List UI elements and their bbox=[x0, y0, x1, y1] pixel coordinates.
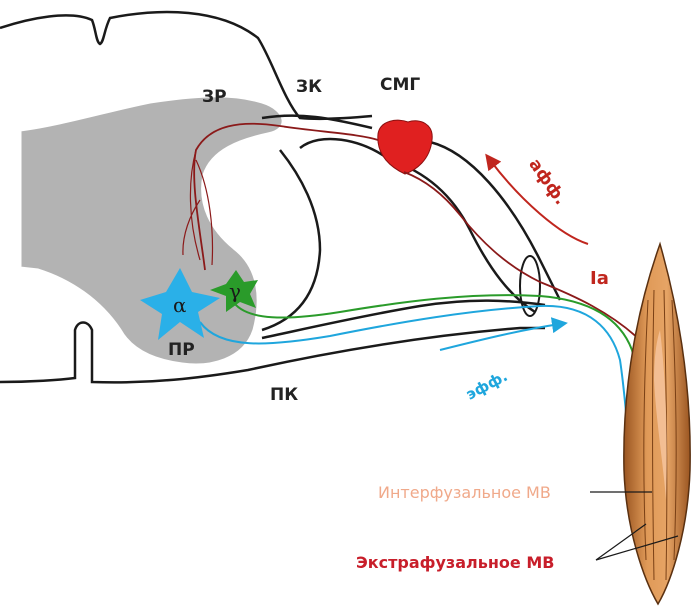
label-extrafusal: Экстрафузальное МВ bbox=[356, 553, 554, 572]
label-dorsal-root: ЗК bbox=[296, 77, 322, 97]
gamma-efferent bbox=[232, 295, 652, 466]
label-efferent: эфф. bbox=[463, 367, 511, 404]
label-ia: Ia bbox=[590, 268, 609, 289]
gray-matter bbox=[20, 96, 283, 365]
label-ventral-horn: ПР bbox=[168, 340, 195, 360]
ventral-root bbox=[262, 301, 545, 338]
label-intrafusal: Интерфузальное МВ bbox=[378, 483, 551, 502]
efferent-arrow bbox=[440, 324, 560, 350]
label-gamma: γ bbox=[229, 279, 241, 303]
spinal-ganglion bbox=[378, 120, 432, 174]
label-alpha: α bbox=[173, 293, 187, 317]
label-spinal-ganglion: СМГ bbox=[380, 75, 420, 95]
muscle bbox=[624, 244, 690, 604]
label-afferent: афф. bbox=[524, 155, 570, 209]
ventral-root-inner bbox=[262, 150, 320, 330]
alpha-efferent bbox=[200, 306, 632, 480]
spinal-cord-outline-bottom bbox=[0, 323, 545, 383]
label-dorsal-horn: ЗР bbox=[202, 87, 227, 107]
label-ventral-root: ПК bbox=[270, 385, 298, 405]
